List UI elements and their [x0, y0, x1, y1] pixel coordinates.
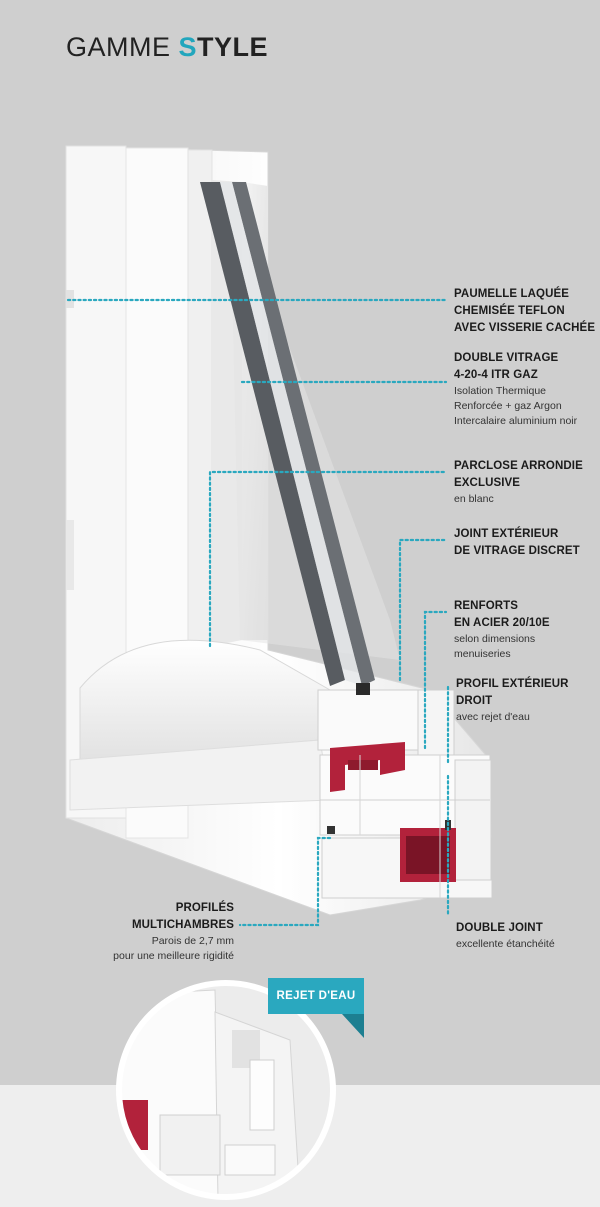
label-joint-exterieur: JOINT EXTÉRIEUR DE VITRAGE DISCRET — [454, 528, 580, 557]
leader-lines — [66, 298, 450, 927]
label-paumelle: PAUMELLE LAQUÉE CHEMISÉE TEFLON AVEC VIS… — [454, 288, 596, 334]
label-renforts: RENFORTS EN ACIER 20/10e selon dimension… — [454, 600, 550, 660]
label-double-vitrage: DOUBLE VITRAGE 4-20-4 ITR GAZ Isolation … — [454, 352, 578, 427]
label-parclose: PARCLOSE ARRONDIE EXCLUSIVE en blanc — [454, 460, 583, 505]
page-title: GAMME STYLE — [66, 32, 269, 62]
label-multichambres: PROFILÉS MULTICHAMBRES Parois de 2,7 mm … — [113, 902, 234, 962]
profile-cross-section — [317, 683, 493, 899]
zoom-circle-border — [116, 980, 336, 1200]
badge-fold — [342, 1014, 364, 1038]
zoom-detail — [119, 983, 333, 1197]
label-profil-exterieur: PROFIL EXTÉRIEUR DROIT avec rejet d'eau — [456, 678, 569, 723]
label-double-joint: DOUBLE JOINT excellente étanchéité — [456, 922, 555, 950]
title-accent-letter: S — [178, 32, 198, 62]
double-glazing-glass — [200, 182, 375, 686]
rejet-deau-badge: REJET D'EAU — [268, 978, 364, 1014]
